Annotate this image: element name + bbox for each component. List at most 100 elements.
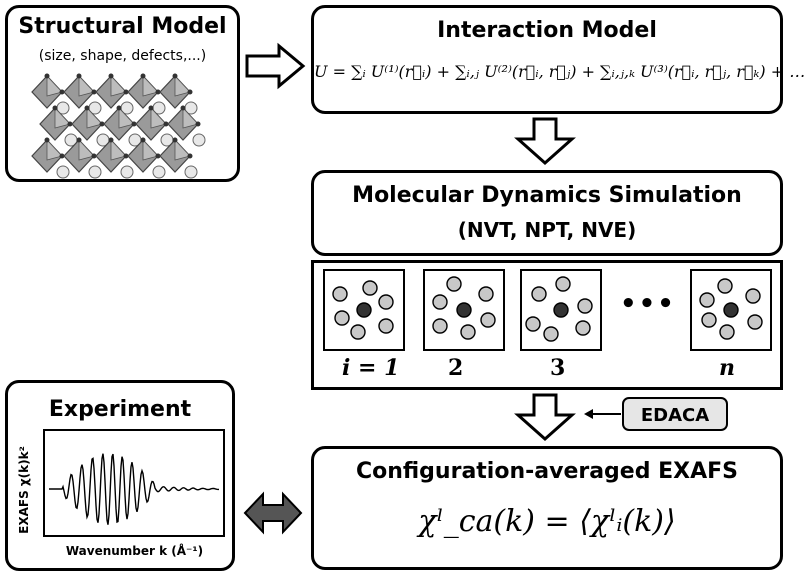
neighbor-atom	[350, 324, 366, 340]
cation-atom	[88, 165, 102, 179]
anion-atom	[108, 73, 114, 79]
edaca-badge: EDACA	[622, 397, 728, 431]
octahedron-facet	[78, 74, 95, 97]
md-simulation-ensembles: (NVT, NPT, NVE)	[457, 218, 637, 242]
configuration-averaged-exafs-box: Configuration-averaged EXAFS χˡ_ca(k) = …	[311, 446, 783, 570]
cation-atom	[192, 133, 206, 147]
neighbor-atom	[531, 286, 547, 302]
interaction-model-equation: U = ∑ᵢ U⁽¹⁾(r⃗ᵢ) + ∑ᵢ,ⱼ U⁽²⁾(r⃗ᵢ, r⃗ⱼ) +…	[314, 62, 805, 81]
snapshot-label-1: i = 1	[342, 355, 400, 381]
octahedron-facet	[86, 106, 103, 129]
octahedron-facet	[54, 106, 71, 129]
structural-model-box: Structural Model (size, shape, defects,.…	[5, 5, 240, 182]
neighbor-atom	[577, 298, 593, 314]
cation-atom	[120, 165, 134, 179]
structural-model-subtitle: (size, shape, defects,...)	[38, 48, 207, 64]
neighbor-atom	[362, 280, 378, 296]
octahedron-facet	[110, 138, 127, 161]
anion-atom	[187, 89, 193, 95]
snapshot-frames	[323, 269, 772, 351]
experiment-ylabel: EXAFS χ(k)k²	[17, 446, 31, 534]
anion-atom	[172, 73, 178, 79]
neighbor-atom	[717, 278, 733, 294]
neighbor-atom	[378, 294, 394, 310]
anion-atom	[155, 153, 161, 159]
anion-atom	[52, 105, 58, 111]
configuration-averaged-exafs-title: Configuration-averaged EXAFS	[355, 459, 739, 484]
anion-atom	[59, 153, 65, 159]
center-atom	[723, 302, 739, 318]
octahedron-facet	[174, 138, 191, 161]
anion-atom	[148, 105, 154, 111]
neighbor-atom	[480, 312, 496, 328]
anion-atom	[99, 121, 105, 127]
anion-atom	[91, 89, 97, 95]
experiment-title: Experiment	[48, 397, 192, 422]
anion-atom	[195, 121, 201, 127]
anion-atom	[59, 89, 65, 95]
anion-atom	[140, 73, 146, 79]
octahedron-facet	[142, 138, 159, 161]
neighbor-atom	[334, 310, 350, 326]
anion-atom	[131, 121, 137, 127]
center-atom	[456, 302, 472, 318]
neighbor-atom	[719, 324, 735, 340]
octahedron-facet	[142, 74, 159, 97]
neighbor-atom	[747, 314, 763, 330]
octahedron-facet	[78, 138, 95, 161]
anion-atom	[180, 105, 186, 111]
arrow-down-icon	[514, 393, 576, 442]
anion-atom	[140, 137, 146, 143]
anion-atom	[44, 73, 50, 79]
neighbor-atom	[478, 286, 494, 302]
anion-atom	[108, 137, 114, 143]
snapshot-label-n: n	[719, 355, 735, 381]
neighbor-atom	[543, 326, 559, 342]
neighbor-atom	[555, 276, 571, 292]
anion-atom	[116, 105, 122, 111]
anion-atom	[91, 153, 97, 159]
anion-atom	[44, 137, 50, 143]
anion-atom	[76, 137, 82, 143]
octahedron-facet	[46, 138, 63, 161]
anion-atom	[123, 89, 129, 95]
neighbor-atom	[575, 320, 591, 336]
neighbor-atom	[432, 294, 448, 310]
center-atom	[553, 302, 569, 318]
interaction-model-title: Interaction Model	[437, 18, 657, 43]
anion-atom	[67, 121, 73, 127]
interaction-model-box: Interaction Model U = ∑ᵢ U⁽¹⁾(r⃗ᵢ) + ∑ᵢ,…	[311, 5, 805, 114]
md-simulation-box: Molecular Dynamics Simulation (NVT, NPT,…	[311, 170, 783, 256]
neighbor-atom	[460, 324, 476, 340]
octahedron-facet	[118, 106, 135, 129]
anion-atom	[163, 121, 169, 127]
anion-atom	[84, 105, 90, 111]
experiment-box: Experiment EXAFS χ(k)k² Wavenumber k (Å⁻…	[5, 380, 235, 571]
neighbor-atom	[745, 288, 761, 304]
neighbor-atom	[446, 276, 462, 292]
octahedron-facet	[46, 74, 63, 97]
octahedron-facet	[150, 106, 167, 129]
anion-atom	[155, 89, 161, 95]
anion-atom	[123, 153, 129, 159]
octahedron-facet	[182, 106, 199, 129]
neighbor-atom	[332, 286, 348, 302]
cation-atom	[56, 165, 70, 179]
cation-atom	[184, 165, 198, 179]
structural-model-title: Structural Model	[18, 14, 227, 39]
cation-atom	[152, 165, 166, 179]
anion-atom	[187, 153, 193, 159]
octahedron-facet	[174, 74, 191, 97]
neighbor-atom	[432, 318, 448, 334]
snapshot-label-3: 3	[550, 355, 566, 381]
neighbor-atom	[378, 318, 394, 334]
arrow-right-icon	[245, 42, 306, 90]
snapshots-panel: i = 1 2 3 ••• n	[311, 260, 783, 390]
md-simulation-title: Molecular Dynamics Simulation	[352, 183, 742, 208]
neighbor-atom	[701, 312, 717, 328]
configuration-averaged-exafs-equation: χˡ_ca(k) = ⟨χˡᵢ(k)⟩	[418, 504, 676, 539]
edaca-arrow-icon	[584, 409, 621, 419]
snapshot-label-2: 2	[448, 355, 464, 381]
double-arrow-icon	[243, 491, 303, 535]
snapshot-ellipsis: •••	[620, 289, 676, 319]
